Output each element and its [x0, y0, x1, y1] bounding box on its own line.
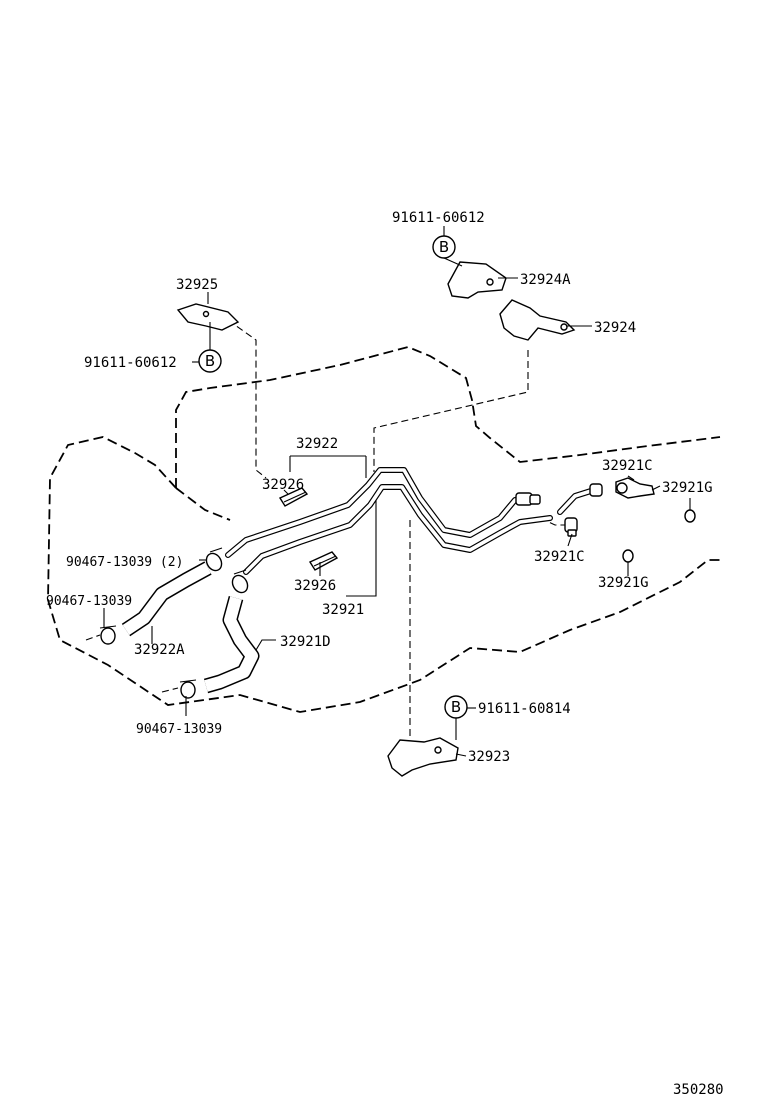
- label-clamp-top: 90467-13039 (2): [66, 555, 183, 570]
- label-32921d: 32921D: [280, 634, 331, 650]
- hose-clamp-middle: [231, 569, 249, 594]
- label-bolt-bottom: 91611-60814: [478, 701, 571, 717]
- bracket-32925: [176, 303, 240, 331]
- gasket-32921g-low: [622, 549, 634, 563]
- label-clamp-left: 90467-13039: [46, 594, 132, 609]
- fuel-tube-32921: [243, 484, 553, 575]
- hose-32922a: [121, 561, 212, 637]
- bracket-32924a: [447, 261, 507, 299]
- fuel-tube-right-branch: [557, 487, 597, 515]
- label-32924a: 32924A: [520, 272, 571, 288]
- callout-b-bottom: B: [444, 695, 468, 719]
- label-32926-upper: 32926: [262, 477, 304, 493]
- hose-clamp-left: [99, 625, 117, 645]
- bracket-32924: [499, 299, 576, 341]
- label-bolt-top: 91611-60612: [392, 210, 485, 226]
- union-fitting-top: [515, 483, 603, 506]
- union-bolt-32921c-low: [564, 517, 578, 537]
- callout-b-bottom-text: B: [451, 698, 461, 716]
- label-32923: 32923: [468, 749, 510, 765]
- label-32921: 32921: [322, 602, 364, 618]
- label-32921c-top: 32921C: [602, 458, 653, 474]
- transmission-outline: [47, 346, 721, 713]
- part-labels: 91611-60612 32924A 32924 32925 91611-606…: [46, 210, 724, 1098]
- grommet-32926-lower: [308, 551, 339, 571]
- label-32925: 32925: [176, 277, 218, 293]
- hose-clamp-top: [205, 547, 223, 572]
- label-32922a: 32922A: [134, 642, 185, 658]
- label-32921c-low: 32921C: [534, 549, 585, 565]
- callout-b-left-text: B: [205, 352, 215, 370]
- gasket-32921g-top: [684, 509, 696, 523]
- hose-32921d: [203, 596, 260, 694]
- assembly-lines: [85, 319, 572, 738]
- hose-clamp-bottom: [179, 679, 197, 699]
- union-bolt-32921c-top: [615, 477, 655, 499]
- bracket-32923: [387, 737, 459, 777]
- label-32922: 32922: [296, 436, 338, 452]
- label-32924: 32924: [594, 320, 636, 336]
- reference-number: 350280: [673, 1082, 724, 1098]
- callout-b-left: B: [198, 349, 222, 373]
- label-32926-lower: 32926: [294, 578, 336, 594]
- grommet-32926-upper: [278, 487, 309, 507]
- label-32921g-low: 32921G: [598, 575, 649, 591]
- label-bolt-left: 91611-60612: [84, 355, 177, 371]
- callout-b-top-text: B: [439, 238, 449, 256]
- callout-b-top: B: [432, 235, 456, 259]
- label-32921g-top: 32921G: [662, 480, 713, 496]
- label-clamp-bottom: 90467-13039: [136, 722, 222, 737]
- fuel-tube-32922: [225, 467, 518, 558]
